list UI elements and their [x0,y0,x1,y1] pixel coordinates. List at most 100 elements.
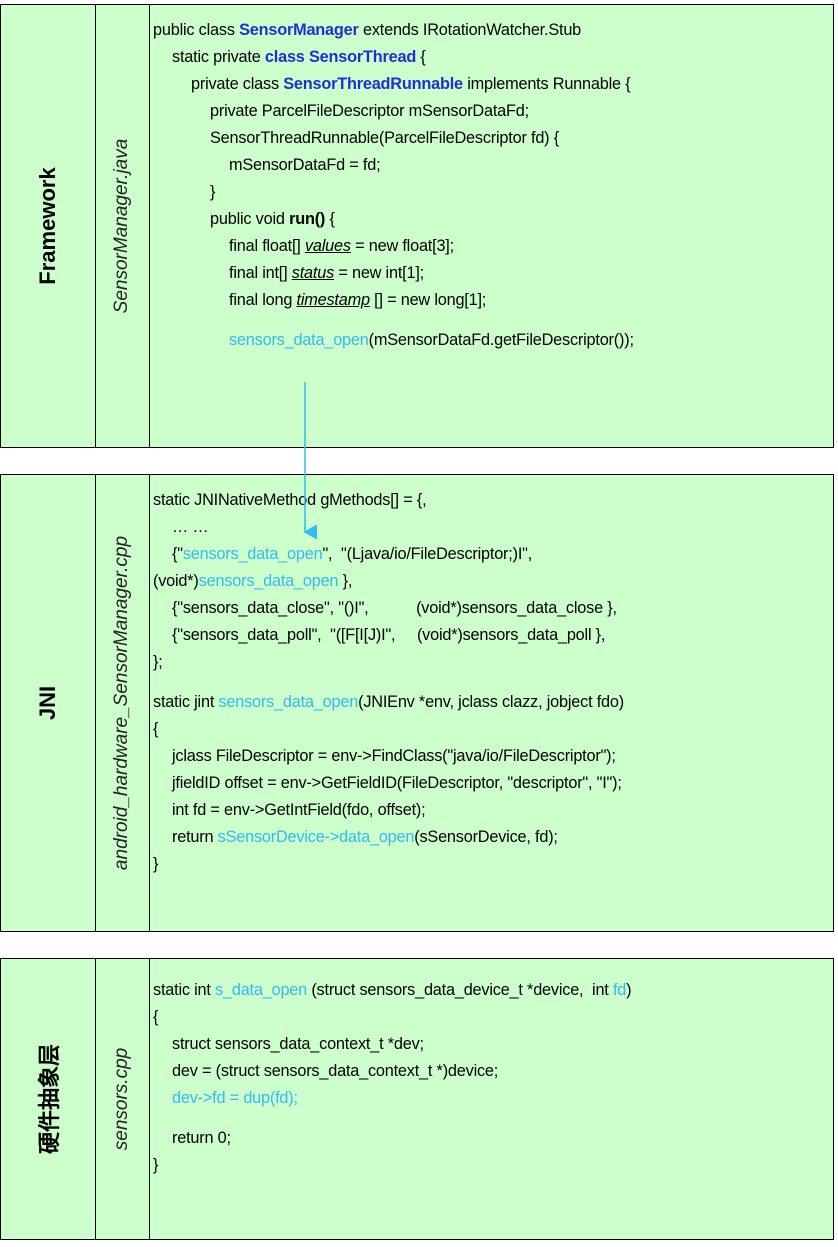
code-line: dev->fd = dup(fd); [153,1085,827,1112]
keyword-token: SensorManager [239,21,359,39]
code-token: final float[] [229,237,305,255]
code-token: ) [626,981,632,999]
code-line: public class SensorManager extends IRota… [153,17,827,44]
code-line: return sSensorDevice->data_open(sSensorD… [153,824,827,851]
code-token: (mSensorDataFd.getFileDescriptor()); [368,331,634,349]
code-token: ", "(Ljava/io/FileDescriptor;)I", [322,545,533,563]
keyword-token: class SensorThread [264,48,417,66]
code-token: return [172,828,218,846]
code-token: run() [289,210,326,228]
code-line: static JNINativeMethod gMethods[] = {, [153,487,827,514]
code-line: } [153,179,827,206]
code-token: … … [172,518,209,536]
code-line: sensors_data_open(mSensorDataFd.getFileD… [153,327,827,354]
code-line: final int[] status = new int[1]; [153,260,827,287]
keyword-token: SensorThreadRunnable [283,75,463,93]
layer-label: JNI [35,685,60,721]
highlighted-token: dev->fd = dup(fd); [172,1089,298,1107]
code-token: {"sensors_data_close", "()I", (void*)sen… [172,599,617,617]
code-token: struct sensors_data_context_t *dev; [172,1035,424,1053]
code-line: final long timestamp [] = new long[1]; [153,287,827,314]
code-line: static private class SensorThread { [153,44,827,71]
code-block: static JNINativeMethod gMethods[] = {, … … [153,487,827,878]
code-line: private ParcelFileDescriptor mSensorData… [153,98,827,125]
code-token: return 0; [172,1129,231,1147]
layer-label-cell: Framework [1,5,96,447]
code-token: } [210,183,216,201]
file-label-cell: sensors.cpp [95,959,150,1239]
code-token: (JNIEnv *env, jclass clazz, jobject fdo) [358,693,624,711]
file-label-cell: SensorManager.java [95,5,150,447]
code-token: private class [191,75,284,93]
code-token: } [153,1156,159,1174]
code-line: … … [153,514,827,541]
code-line: dev = (struct sensors_data_context_t *)d… [153,1058,827,1085]
code-token: = new float[3]; [350,237,454,255]
framework-panel: Framework SensorManager.java public clas… [0,4,834,448]
code-line: { [153,716,827,743]
code-token: dev = (struct sensors_data_context_t *)d… [172,1062,499,1080]
layer-label-cell: JNI [1,475,96,931]
code-token: jclass FileDescriptor = env->FindClass("… [172,747,616,765]
code-token: mSensorDataFd = fd; [229,156,381,174]
code-token: public class [153,21,240,39]
code-token: { [153,1008,159,1026]
code-line: jfieldID offset = env->GetFieldID(FileDe… [153,770,827,797]
code-line: final float[] values = new float[3]; [153,233,827,260]
file-label: sensors.cpp [111,1047,132,1151]
code-token: int fd = env->GetIntField(fdo, offset); [172,801,426,819]
code-token: static private [172,48,265,66]
code-token: private ParcelFileDescriptor mSensorData… [210,102,529,120]
code-token: static JNINativeMethod gMethods[] = {, [153,491,427,509]
highlighted-token: s_data_open [215,981,308,999]
jni-panel: JNI android_hardware_SensorManager.cpp s… [0,474,834,932]
code-line: return 0; [153,1125,827,1152]
code-line: jclass FileDescriptor = env->FindClass("… [153,743,827,770]
code-line: (void*)sensors_data_open }, [153,568,827,595]
code-token: static int [153,981,216,999]
code-line: }; [153,649,827,676]
code-line: {"sensors_data_poll", "([F[I[J)I", (void… [153,622,827,649]
code-line: int fd = env->GetIntField(fdo, offset); [153,797,827,824]
highlighted-token: sensors_data_open [218,693,359,711]
highlighted-token: sensors_data_open [198,572,339,590]
code-token: }, [338,572,353,590]
code-line: } [153,851,827,878]
code-line [153,1112,827,1125]
code-line: SensorThreadRunnable(ParcelFileDescripto… [153,125,827,152]
code-token: {"sensors_data_poll", "([F[I[J)I", (void… [172,626,606,644]
code-token: public void [210,210,290,228]
code-line: { [153,1004,827,1031]
code-token: static jint [153,693,219,711]
code-token: = new int[1]; [334,264,424,282]
code-token: implements Runnable { [462,75,631,93]
hal-panel: 硬件抽象层 sensors.cpp static int s_data_open… [0,958,834,1240]
file-label: SensorManager.java [111,138,132,314]
code-line: static jint sensors_data_open(JNIEnv *en… [153,689,827,716]
code-token: values [304,237,351,255]
layer-label: Framework [35,167,60,285]
highlighted-token: fd [612,981,627,999]
code-token: { [153,720,159,738]
code-token: timestamp [296,291,370,309]
code-block: public class SensorManager extends IRota… [153,17,827,354]
code-token: extends IRotationWatcher.Stub [358,21,582,39]
code-token: {" [172,545,183,563]
highlighted-token: sensors_data_open [229,331,369,349]
code-token: final long [229,291,297,309]
code-token: { [325,210,335,228]
highlighted-token: sensors_data_open [182,545,323,563]
code-line: static int s_data_open (struct sensors_d… [153,977,827,1004]
code-token: SensorThreadRunnable(ParcelFileDescripto… [210,129,559,147]
code-token: status [291,264,335,282]
code-line: } [153,1152,827,1179]
code-line [153,314,827,327]
file-label: android_hardware_SensorManager.cpp [111,535,132,871]
code-line: {"sensors_data_close", "()I", (void*)sen… [153,595,827,622]
code-token: (sSensorDevice, fd); [414,828,558,846]
code-token: { [416,48,426,66]
code-line: public void run() { [153,206,827,233]
layer-label: 硬件抽象层 [37,1043,62,1155]
code-token: [] = new long[1]; [369,291,487,309]
code-token: (void*) [153,572,199,590]
